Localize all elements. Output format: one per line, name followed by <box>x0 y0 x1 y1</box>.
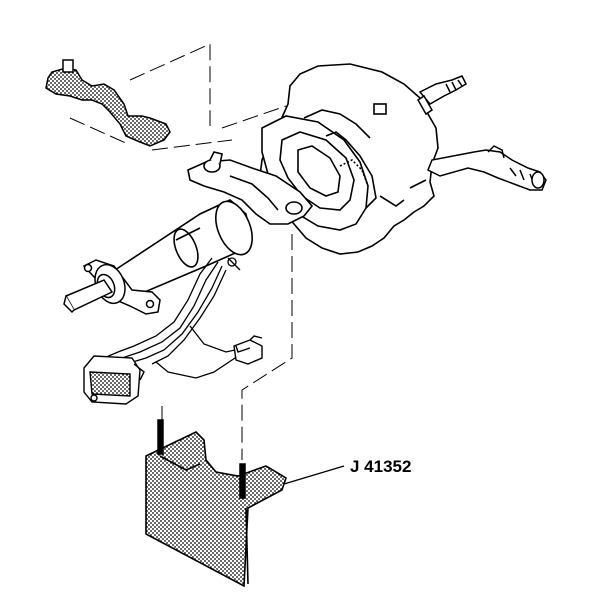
turn-signal-lever <box>427 145 547 191</box>
harness-connector-small <box>233 335 263 365</box>
steering-column-housing <box>259 63 439 255</box>
column-tube <box>111 199 253 299</box>
lower-shaft <box>63 279 114 314</box>
callout-label: J 41352 <box>350 457 411 476</box>
harness-connector-large <box>83 355 145 405</box>
upper-shaft <box>417 75 467 116</box>
column-support-bracket <box>187 151 314 225</box>
callout-leader <box>283 465 345 485</box>
upper-bracket <box>45 59 171 147</box>
alignment-lines-lower <box>161 234 293 460</box>
alignment-lines-upper <box>69 43 287 151</box>
tool-pins <box>157 419 246 499</box>
tool-plate <box>145 431 287 588</box>
wiring-harness <box>103 257 245 379</box>
